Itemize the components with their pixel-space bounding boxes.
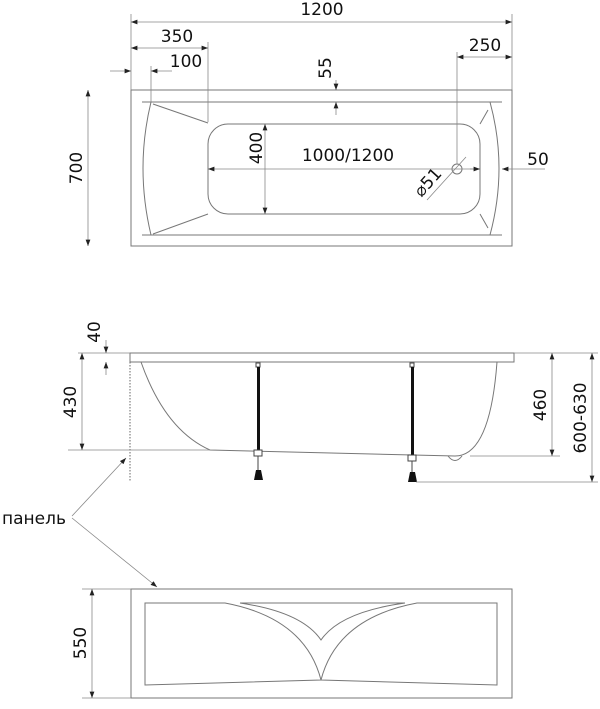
panel-label: панель xyxy=(2,509,66,529)
dim-basin-length: 1000/1200 xyxy=(302,146,394,166)
tub-outline xyxy=(130,89,513,247)
tub-body xyxy=(140,361,498,457)
dim-panel-height: 550 xyxy=(71,627,91,659)
panel-outline xyxy=(130,588,513,699)
dim-depth: 430 xyxy=(61,386,81,418)
front-panel: 550 xyxy=(71,588,513,699)
panel-right-inset xyxy=(320,602,498,686)
dim-height-with-legs: 600-630 xyxy=(571,382,591,453)
panel-callout: панель xyxy=(2,457,158,588)
dim-rim-width: 55 xyxy=(316,57,336,79)
dim-width: 700 xyxy=(67,152,87,184)
dim-height-no-legs: 460 xyxy=(531,389,551,421)
panel-center-inset xyxy=(239,602,406,641)
top-view: 1200 350 100 55 250 700 400 1000/1200 ⌀5… xyxy=(67,0,549,247)
rim xyxy=(129,352,515,363)
leg-right xyxy=(407,362,417,482)
dim-rim-offset: 100 xyxy=(170,52,202,72)
dim-rim-thickness: 40 xyxy=(85,321,105,343)
dim-overall-length: 1200 xyxy=(300,0,343,20)
head-end-arc xyxy=(142,101,152,236)
side-view: 40 430 460 600-630 xyxy=(61,321,598,483)
dim-headrest-offset: 350 xyxy=(161,27,193,47)
leg-left xyxy=(253,362,263,480)
foot-end-arc xyxy=(489,101,500,236)
dim-end-rim: 50 xyxy=(527,150,549,170)
dim-drain-diameter: ⌀51 xyxy=(410,164,446,201)
dim-basin-width: 400 xyxy=(247,132,267,164)
panel-left-inset xyxy=(144,602,322,686)
dim-drain-offset: 250 xyxy=(469,36,501,56)
